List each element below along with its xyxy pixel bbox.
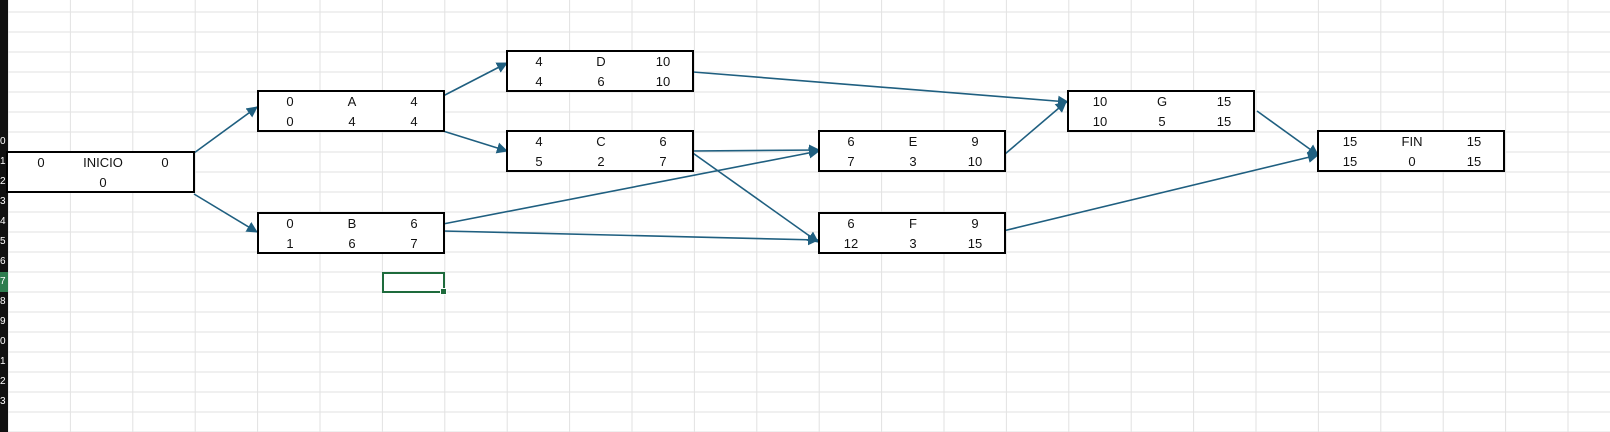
node-e-lf: 10 <box>967 154 983 169</box>
node-g-es: 10 <box>1092 94 1108 109</box>
node-fin-es: 15 <box>1342 134 1358 149</box>
row-header-column: 0 1 2 3 4 5 6 7 8 9 0 1 2 3 <box>0 0 8 432</box>
node-inicio-label: INICIO <box>83 155 123 170</box>
node-a-label: A <box>347 94 357 109</box>
node-g[interactable]: 10 G 15 10 5 15 <box>1067 90 1255 132</box>
node-b-ef: 6 <box>410 216 418 231</box>
fill-handle[interactable] <box>440 288 447 295</box>
node-f[interactable]: 6 F 9 12 3 15 <box>818 212 1006 254</box>
node-d-lf: 10 <box>655 74 671 89</box>
node-b-label: B <box>347 216 357 231</box>
node-c-duration: 2 <box>597 154 605 169</box>
node-d-ef: 10 <box>655 54 671 69</box>
node-a-ls: 0 <box>286 114 294 129</box>
row-header[interactable]: 4 <box>0 216 6 227</box>
node-a-ef: 4 <box>410 94 418 109</box>
node-c-ls: 5 <box>535 154 543 169</box>
node-fin-duration: 0 <box>1408 154 1416 169</box>
node-inicio-ef: 0 <box>161 155 169 170</box>
node-d[interactable]: 4 D 10 4 6 10 <box>506 50 694 92</box>
node-f-ls: 12 <box>843 236 859 251</box>
node-e-label: E <box>908 134 918 149</box>
node-c-es: 4 <box>535 134 543 149</box>
node-g-label: G <box>1156 94 1168 109</box>
node-a-lf: 4 <box>410 114 418 129</box>
node-fin[interactable]: 15 FIN 15 15 0 15 <box>1317 130 1505 172</box>
node-b-es: 0 <box>286 216 294 231</box>
node-g-ls: 10 <box>1092 114 1108 129</box>
node-f-duration: 3 <box>909 236 917 251</box>
node-c-ef: 6 <box>659 134 667 149</box>
node-f-ef: 9 <box>971 216 979 231</box>
node-f-es: 6 <box>847 216 855 231</box>
node-inicio-es: 0 <box>37 155 45 170</box>
node-d-ls: 4 <box>535 74 543 89</box>
row-header[interactable]: 3 <box>0 396 6 407</box>
row-header[interactable]: 6 <box>0 256 6 267</box>
node-f-label: F <box>909 216 917 231</box>
node-e-ef: 9 <box>971 134 979 149</box>
node-e[interactable]: 6 E 9 7 3 10 <box>818 130 1006 172</box>
node-d-es: 4 <box>535 54 543 69</box>
node-e-ls: 7 <box>847 154 855 169</box>
row-header[interactable]: 5 <box>0 236 6 247</box>
node-c-label: C <box>596 134 606 149</box>
node-g-duration: 5 <box>1158 114 1166 129</box>
node-b-duration: 6 <box>348 236 356 251</box>
node-c-lf: 7 <box>659 154 667 169</box>
row-header[interactable]: 2 <box>0 176 6 187</box>
node-f-lf: 15 <box>967 236 983 251</box>
row-header-selected[interactable]: 7 <box>0 272 8 292</box>
node-e-es: 6 <box>847 134 855 149</box>
row-header[interactable]: 3 <box>0 196 6 207</box>
node-b-lf: 7 <box>410 236 418 251</box>
row-header[interactable]: 0 <box>0 136 6 147</box>
node-b-ls: 1 <box>286 236 294 251</box>
row-header[interactable]: 8 <box>0 296 6 307</box>
node-g-ef: 15 <box>1216 94 1232 109</box>
node-a-es: 0 <box>286 94 294 109</box>
node-fin-ef: 15 <box>1466 134 1482 149</box>
node-inicio[interactable]: 0 INICIO 0 0 <box>6 151 195 193</box>
row-header[interactable]: 1 <box>0 356 6 367</box>
node-a-duration: 4 <box>348 114 356 129</box>
row-header[interactable]: 9 <box>0 316 6 327</box>
node-c[interactable]: 4 C 6 5 2 7 <box>506 130 694 172</box>
node-d-duration: 6 <box>597 74 605 89</box>
row-header[interactable]: 0 <box>0 336 6 347</box>
node-fin-lf: 15 <box>1466 154 1482 169</box>
row-header[interactable]: 2 <box>0 376 6 387</box>
node-fin-label: FIN <box>1401 134 1423 149</box>
node-b[interactable]: 0 B 6 1 6 7 <box>257 212 445 254</box>
row-header[interactable]: 1 <box>0 156 6 167</box>
node-inicio-slack: 0 <box>99 175 107 190</box>
node-a[interactable]: 0 A 4 0 4 4 <box>257 90 445 132</box>
node-d-label: D <box>596 54 606 69</box>
node-e-duration: 3 <box>909 154 917 169</box>
selected-cell[interactable] <box>382 272 447 295</box>
node-g-lf: 15 <box>1216 114 1232 129</box>
node-fin-ls: 15 <box>1342 154 1358 169</box>
